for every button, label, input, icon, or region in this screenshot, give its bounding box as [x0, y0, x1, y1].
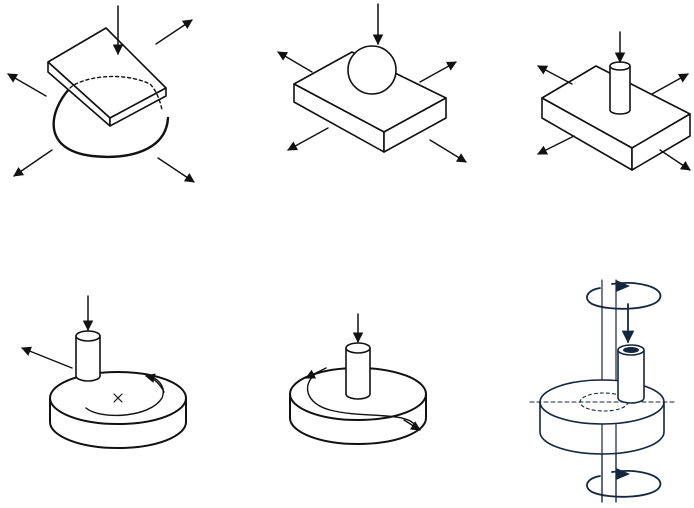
oscillation-arrow-start [305, 367, 327, 379]
oscillation-arc [306, 371, 415, 425]
motion-arrow-lower-left [13, 149, 53, 177]
motion-arrow-lower-right [659, 149, 691, 171]
dome-shape [52, 86, 170, 158]
pin-top [609, 61, 631, 71]
pin-body [75, 336, 101, 382]
rotation-arrow [145, 373, 165, 393]
motion-arrow-upper-right [419, 61, 457, 83]
wear-track-arc [85, 375, 164, 417]
motion-arrow-lower-right [429, 139, 467, 163]
motion-arrow-upper-right [651, 73, 689, 95]
pin-top [345, 342, 371, 354]
motion-arrow-upper-left [277, 51, 313, 73]
motion-arrow-lower-left [287, 127, 329, 151]
panel-block-on-dome [7, 5, 195, 183]
top-rotation-loop [586, 282, 662, 310]
top-rotation-arrowhead [616, 280, 630, 292]
pin-top [75, 330, 101, 342]
motion-arrow-lower-right [157, 157, 195, 183]
motion-arrow [21, 346, 73, 369]
motion-arrow-upper-right [155, 19, 193, 45]
panel-pin-on-disk-off-center [21, 295, 187, 449]
block-right-face [631, 113, 691, 171]
panel-pin-on-disk-centered [289, 313, 427, 445]
block-right-face [109, 87, 167, 127]
panel-pin-on-block [537, 31, 691, 171]
ball [347, 45, 397, 95]
panel-ball-on-block [277, 3, 467, 163]
bottom-rotation-arrowhead [616, 468, 630, 480]
pin-body [609, 66, 631, 115]
motion-arrow-lower-left [537, 135, 575, 155]
pin-body [345, 348, 371, 400]
pin-top-inner [623, 347, 639, 353]
motion-arrow-upper-left [7, 73, 47, 97]
dome-hidden-edge [69, 75, 163, 111]
bottom-rotation-loop [586, 470, 662, 498]
oscillation-arrow-end [403, 419, 421, 431]
panel-pin-on-disk-with-axis [529, 279, 677, 503]
block-right-face [383, 97, 447, 153]
pin-body [617, 350, 645, 404]
disk-center-mark [113, 393, 123, 403]
motion-arrow-upper-left [537, 65, 573, 85]
